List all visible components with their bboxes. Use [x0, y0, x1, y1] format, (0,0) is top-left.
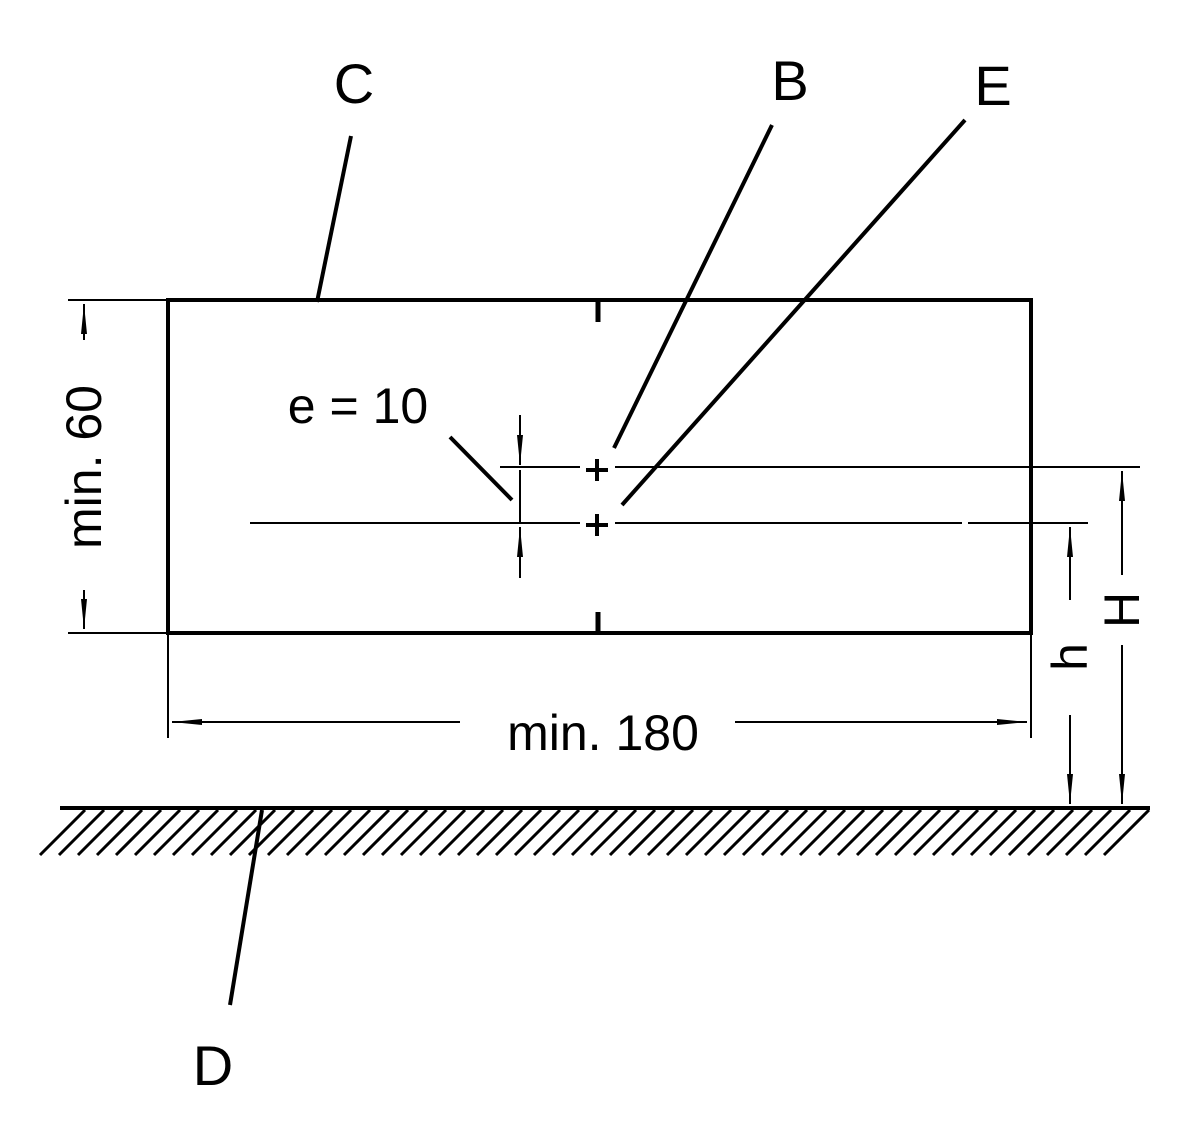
width-dimension	[167, 633, 1032, 738]
leader-offset	[448, 435, 514, 502]
leader-b	[612, 124, 774, 449]
height-label: min. 60	[56, 385, 112, 549]
hatch-stroke	[190, 808, 239, 857]
hatch-stroke	[931, 808, 980, 857]
hatch-stroke	[684, 808, 733, 857]
hatch-stroke	[247, 808, 296, 857]
hatch-stroke	[1045, 808, 1094, 857]
hatch-stroke	[969, 808, 1018, 857]
hatch-stroke	[380, 808, 429, 857]
hatch-stroke	[950, 808, 999, 857]
hatch-stroke	[304, 808, 353, 857]
hatch-stroke	[209, 808, 258, 857]
hatch-stroke	[874, 808, 923, 857]
hatch-stroke	[152, 808, 201, 857]
hatch-stroke	[342, 808, 391, 857]
hatch-stroke	[760, 808, 809, 857]
hatch-stroke	[1007, 808, 1056, 857]
hatch-stroke	[912, 808, 961, 857]
H-label: H	[1094, 592, 1150, 628]
width-label: min. 180	[507, 705, 699, 761]
hatch-stroke	[1026, 808, 1075, 857]
hatch-stroke	[513, 808, 562, 857]
label-c: C	[334, 52, 374, 115]
hatch-stroke	[893, 808, 942, 857]
hatch-stroke	[114, 808, 163, 857]
hatch-stroke	[855, 808, 904, 857]
hatch-stroke	[418, 808, 467, 857]
hatch-stroke	[266, 808, 315, 857]
label-b: B	[771, 49, 808, 112]
hatch-stroke	[76, 808, 125, 857]
hatch-stroke	[532, 808, 581, 857]
label-e: E	[974, 54, 1011, 117]
lower-cross-mark	[586, 514, 608, 536]
leader-e	[620, 118, 967, 507]
hatch-stroke	[171, 808, 220, 857]
hatch-stroke	[95, 808, 144, 857]
hatch-stroke	[494, 808, 543, 857]
height-dimension	[68, 299, 168, 634]
hatch-stroke	[551, 808, 600, 857]
ground-hatching	[38, 808, 1151, 857]
hatch-stroke	[665, 808, 714, 857]
label-d: D	[193, 1034, 233, 1097]
hatch-stroke	[361, 808, 410, 857]
hatch-stroke	[285, 808, 334, 857]
hatch-stroke	[38, 808, 87, 857]
hatch-stroke	[627, 808, 676, 857]
hatch-stroke	[817, 808, 866, 857]
hatch-stroke	[646, 808, 695, 857]
hatch-stroke	[399, 808, 448, 857]
upper-cross-mark	[586, 459, 608, 481]
leader-c	[315, 135, 353, 303]
hatch-stroke	[456, 808, 505, 857]
hatch-stroke	[798, 808, 847, 857]
hatch-stroke	[589, 808, 638, 857]
hatch-stroke	[57, 808, 106, 857]
hatch-stroke	[437, 808, 486, 857]
hatch-stroke	[570, 808, 619, 857]
hatch-stroke	[836, 808, 885, 857]
hatch-stroke	[1083, 808, 1132, 857]
hatch-stroke	[323, 808, 372, 857]
hatch-stroke	[722, 808, 771, 857]
hatch-stroke	[133, 808, 182, 857]
hatch-stroke	[741, 808, 790, 857]
hatch-stroke	[1064, 808, 1113, 857]
hatch-stroke	[228, 808, 277, 857]
hatch-stroke	[703, 808, 752, 857]
hatch-stroke	[608, 808, 657, 857]
hatch-stroke	[988, 808, 1037, 857]
hatch-stroke	[1102, 808, 1151, 857]
offset-label: e = 10	[288, 378, 428, 434]
h-label: h	[1042, 643, 1098, 671]
hatch-stroke	[779, 808, 828, 857]
leader-d	[228, 809, 264, 1006]
hatch-stroke	[475, 808, 524, 857]
